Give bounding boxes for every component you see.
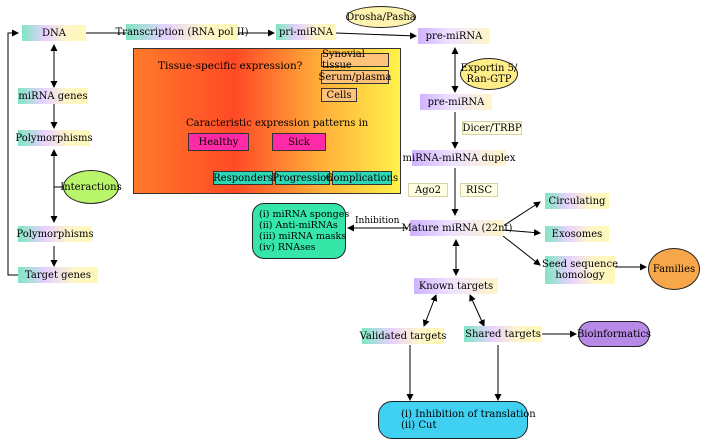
drosha-pasha-node: Drosha/Pasha [346, 6, 416, 28]
inhibition-line1: (i) Inhibition of translation [401, 409, 536, 420]
bioinformatics-node: Bioinformatics [577, 321, 651, 347]
tissue-specific-label: Tissue-specific expression? [158, 60, 303, 72]
serum-plasma-box: Serum/plasma [318, 70, 392, 84]
mature-mirna-node: Mature miRNA (22nt) [402, 220, 512, 236]
pri-mirna-node: pri-miRNA [276, 24, 336, 40]
sponge-item: (iv) RNAses [259, 242, 316, 253]
families-node: Families [648, 248, 700, 290]
seed-line2: homology [555, 270, 605, 281]
pri-pre-arrow [335, 32, 417, 40]
cells-box: Cells [321, 88, 357, 102]
mature-circulating-arrow [502, 201, 541, 227]
inhibition-label: Inhibition [355, 216, 400, 226]
polymorphisms-top-node: Polymorphisms [15, 130, 93, 146]
inhibition-line2: (ii) Cut [401, 420, 437, 431]
inhibition-translation-node: (i) Inhibition of translation (ii) Cut [378, 401, 536, 439]
polymorphisms-bottom-node: Polymorphisms [16, 226, 94, 242]
sponge-item: (ii) Anti-miRNAs [259, 220, 338, 231]
sick-box: Sick [272, 133, 326, 151]
mature-seed-arrow [502, 235, 541, 266]
patterns-label: Caracteristic expression patterns in [186, 118, 369, 129]
mirna-genes-node: miRNA genes [18, 88, 88, 104]
known-shared-arrow [469, 294, 485, 327]
shared-targets-node: Shared targets [464, 326, 542, 342]
mature-exosomes-arrow [502, 229, 541, 237]
dicer-trbp-node: Dicer/TRBP [462, 121, 522, 135]
transcription-node: Transcription (RNA pol II) [116, 24, 249, 40]
interactions-node: Interactions [60, 170, 122, 204]
known-targets-node: Known targets [414, 278, 498, 294]
exportin-line2: Ran-GTP [466, 74, 512, 85]
circulating-node: Circulating [545, 193, 609, 209]
seed-sequence-node: Seed sequence homology [541, 256, 619, 284]
target-genes-node: Target genes [18, 267, 98, 283]
duplex-node: miRNA-miRNA duplex [403, 150, 515, 166]
progression-box: Progression [272, 171, 333, 185]
pre-mirna-top-node: pre-miRNA [418, 28, 490, 44]
left-loop-line [7, 29, 19, 276]
dna-node: DNA [22, 25, 86, 41]
sponge-item: (i) miRNA sponges [259, 209, 350, 220]
risc-node: RISC [460, 183, 498, 197]
validated-targets-node: Validated targets [360, 328, 446, 344]
ago2-node: Ago2 [408, 183, 448, 197]
known-validated-arrow [422, 294, 438, 327]
healthy-box: Healthy [188, 133, 249, 151]
seed-line1: Seed sequence [541, 259, 619, 270]
sponge-item: (iii) miRNA masks [259, 231, 347, 242]
synovial-tissue-box: Synovial tissue [321, 49, 389, 71]
pre-mirna-mid-node: pre-miRNA [420, 94, 492, 110]
exportin-line1: Exportin 5/ [460, 63, 518, 74]
responders-box: Responders [213, 171, 273, 185]
exportin-ran-node: Exportin 5/ Ran-GTP [460, 58, 518, 90]
exosomes-node: Exosomes [545, 226, 609, 242]
complications-box: Complications [325, 171, 399, 185]
sponges-node: (i) miRNA sponges (ii) Anti-miRNAs (iii)… [252, 203, 350, 259]
